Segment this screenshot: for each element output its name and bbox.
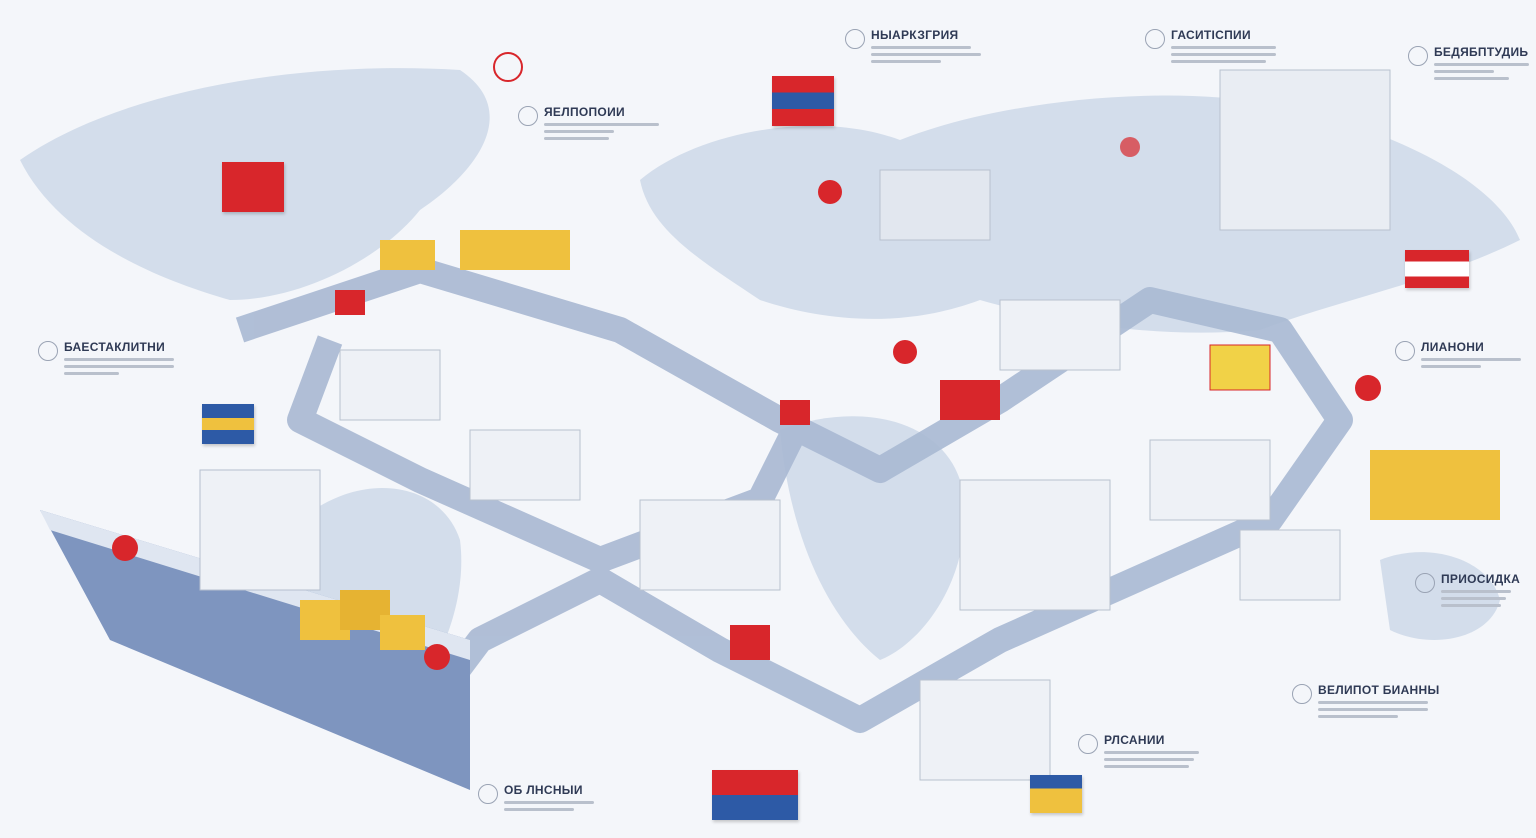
flag-bottom-center: [712, 770, 798, 820]
label-south-east-2: ВЕЛИПОТ БИАННЫ: [1292, 683, 1440, 718]
label-south: РЛСАНИИ: [1078, 733, 1199, 768]
label-title: ПРИОСИДКА: [1441, 572, 1521, 586]
anchor-icon: [478, 784, 498, 804]
label-top-center: НЫАРКЗГРИЯ: [845, 28, 981, 63]
label-title: ВЕЛИПОТ БИАННЫ: [1318, 683, 1440, 697]
flag-striped-right: [1405, 250, 1469, 288]
label-west: БАЕСТАКЛИТНИ: [38, 340, 174, 375]
label-title: ЛИАНОНИ: [1421, 340, 1485, 354]
label-title: ГАСИТІСПИИ: [1171, 28, 1251, 42]
circle-icon: [1415, 573, 1435, 593]
label-north: ЯЕЛПОПОИИ: [518, 105, 659, 140]
label-title: ЯЕЛПОПОИИ: [544, 105, 625, 119]
label-bottom: ОБ ЛНСНЫИ: [478, 783, 594, 811]
gear-icon: [845, 29, 865, 49]
label-title: НЫАРКЗГРИЯ: [871, 28, 959, 42]
label-title: БЕДЯБПТУДИЬ: [1434, 45, 1529, 59]
machines: [335, 52, 1500, 781]
conveyor-route: [235, 257, 1353, 733]
worker-icon: [1408, 46, 1428, 66]
flag-blue-yellow: [202, 404, 254, 444]
link-icon: [38, 341, 58, 361]
label-title: БАЕСТАКЛИТНИ: [64, 340, 166, 354]
flag-china-top-left: [222, 162, 284, 212]
label-south-east: ПРИОСИДКА: [1415, 572, 1520, 607]
ship: [40, 469, 470, 790]
label-far-right: БЕДЯБПТУДИЬ: [1408, 45, 1529, 80]
ship-icon: [1292, 684, 1312, 704]
label-title: ОБ ЛНСНЫИ: [504, 783, 583, 797]
bird-icon: [518, 106, 538, 126]
doc-icon: [1078, 734, 1098, 754]
flag-top: [772, 76, 834, 126]
label-top-right: ГАСИТІСПИИ: [1145, 28, 1276, 63]
label-east: ЛИАНОНИ: [1395, 340, 1521, 368]
box-icon: [1145, 29, 1165, 49]
label-title: РЛСАНИИ: [1104, 733, 1165, 747]
info-icon: [1395, 341, 1415, 361]
flag-bottom-right: [1030, 775, 1082, 813]
